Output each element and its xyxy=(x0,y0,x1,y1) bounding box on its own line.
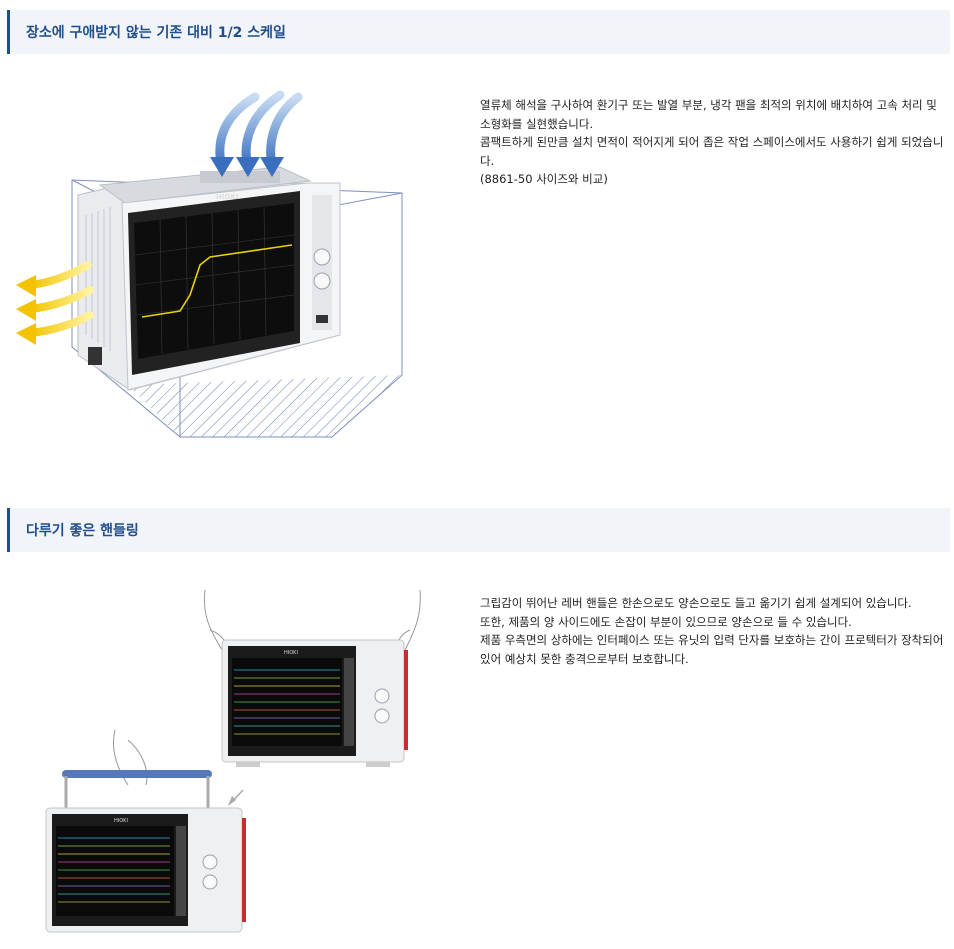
section-title-handling: 다루기 좋은 핸들링 xyxy=(26,523,139,539)
device-carried-two-hands: HIOKI xyxy=(203,590,421,767)
desc-paragraph: 제품 우측면의 상하에는 인터페이스 또는 유닛의 입력 단자를 보호하는 간이… xyxy=(480,633,944,666)
section-header-scale: 장소에 구애받지 않는 기존 대비 1/2 스케일 xyxy=(7,10,950,54)
recorder-airflow-illustration: HIOKI xyxy=(16,90,403,438)
section-header-handling: 다루기 좋은 핸들링 xyxy=(7,508,950,552)
intake-arrow-3 xyxy=(266,92,303,172)
footprint-hatch xyxy=(128,375,402,437)
desc-paragraph: 열류체 해석을 구사하여 환기구 또는 발열 부분, 냉각 팬을 최적의 위치에… xyxy=(480,98,937,131)
desc-paragraph: (8861-50 사이즈와 비교) xyxy=(480,172,608,186)
lever-handle xyxy=(62,770,212,778)
rotary-knob-bottom xyxy=(313,272,331,290)
waveform-trace xyxy=(141,244,293,318)
hioki-logo-text: HIOKI xyxy=(216,193,238,201)
section-desc-handling: 그립감이 뛰어난 레버 핸들은 한손으로도 양손으로도 들고 옮기기 쉽게 설계… xyxy=(480,594,945,668)
section-title-scale: 장소에 구애받지 않는 기존 대비 1/2 스케일 xyxy=(26,25,286,41)
desc-paragraph: 또한, 제품의 양 사이드에도 손잡이 부분이 있으므로 양손으로 들 수 있습… xyxy=(480,614,852,629)
recorder-handling-illustration: HIOKI HIOKI xyxy=(45,590,421,933)
desc-paragraph: 그립감이 뛰어난 레버 핸들은 한손으로도 양손으로도 들고 옮기기 쉽게 설계… xyxy=(480,596,912,610)
desc-paragraph: 콤팩트하게 된만큼 설치 면적이 적어지게 되어 좁은 작업 스페이스에서도 사… xyxy=(480,135,944,168)
device-carried-handle: HIOKI xyxy=(45,729,246,933)
hioki-logo-text: HIOKI xyxy=(284,650,298,656)
hioki-logo-text: HIOKI xyxy=(114,818,128,824)
section-desc-scale: 열류체 해석을 구사하여 환기구 또는 발열 부분, 냉각 팬을 최적의 위치에… xyxy=(480,96,945,189)
power-socket xyxy=(88,347,102,365)
rotary-knob-top xyxy=(313,248,331,266)
